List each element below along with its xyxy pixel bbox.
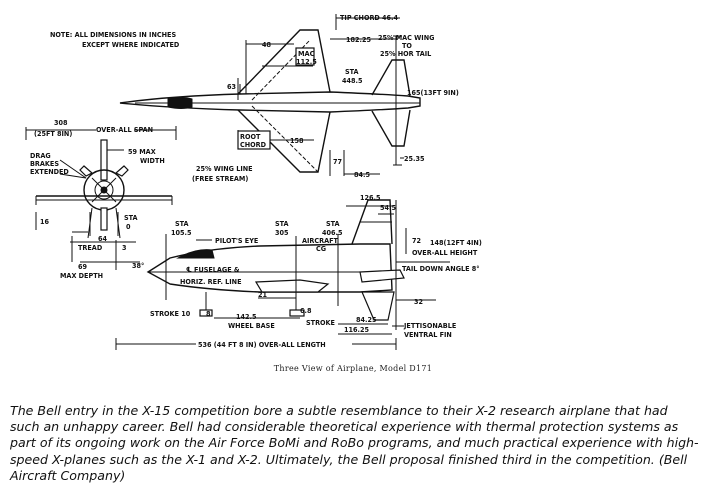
drag-line-1: DRAG	[30, 151, 51, 160]
dim-8425: 84.25	[356, 315, 377, 324]
overall-length-label: 536 (44 FT 8 IN) OVER-ALL LENGTH	[198, 340, 326, 349]
sta-0-value: 0	[126, 222, 131, 231]
drag-line-2: BRAKES	[30, 159, 59, 168]
mac-wing-line-1: 25% MAC WING	[378, 33, 434, 42]
note-line-1: NOTE: ALL DIMENSIONS IN INCHES	[50, 30, 176, 39]
root-chord-line-2: CHORD	[240, 140, 267, 149]
dim-11625: 116.25	[344, 325, 369, 334]
mac-wing-line-2: TO	[402, 41, 412, 50]
sta-448-value: 448.5	[342, 76, 363, 85]
fuselage-line-1: ℄ FUSELAGE &	[186, 265, 240, 274]
wing-line-1: 25% WING LINE	[196, 164, 253, 173]
dim-72: 72	[412, 236, 421, 245]
drag-line-3: EXTENDED	[30, 167, 69, 176]
dim-8: 8	[206, 309, 211, 318]
sta-1055-label: STA	[175, 219, 189, 228]
fuselage-line-2: HORIZ. REF. LINE	[180, 277, 242, 286]
dim-48: 48	[262, 40, 271, 49]
figure-caption: Three View of Airplane, Model D171	[273, 364, 433, 373]
dim-68: 6.8	[300, 306, 312, 315]
dim-1265: 126.5	[360, 193, 381, 202]
max-width-line-1: 59 MAX	[128, 147, 156, 156]
tip-chord-label: TIP CHORD 46.4	[340, 13, 399, 22]
aircraft-cg-line-1: AIRCRAFT	[302, 236, 339, 245]
dim-182: 182.25	[346, 35, 371, 44]
wing-line-2: (FREE STREAM)	[192, 174, 248, 183]
jettisonable-line-1: JETTISONABLE	[403, 321, 456, 330]
sta-4065-value: 406.5	[322, 228, 343, 237]
root-chord-line-1: ROOT	[240, 132, 261, 141]
front-view	[25, 126, 177, 263]
dim-21: 21	[258, 290, 267, 299]
sta-305-value: 305	[275, 228, 289, 237]
dim-32: 32	[414, 297, 423, 306]
dim-16: 16	[40, 217, 49, 226]
span-label: OVER-ALL SPAN	[96, 125, 153, 134]
side-view	[115, 199, 450, 350]
sta-305-label: STA	[275, 219, 289, 228]
sta-0-label: STA	[124, 213, 138, 222]
span-ft: (25FT 8IN)	[34, 129, 72, 138]
dim-77: 77	[333, 157, 342, 166]
wheel-base-label: WHEEL BASE	[228, 321, 275, 330]
dim-69: 69	[78, 262, 87, 271]
mac-label: MAC	[298, 50, 315, 58]
mac-wing-line-3: 25% HOR TAIL	[380, 49, 431, 58]
mac-value: 112.5	[296, 58, 317, 66]
dim-165: 165(13FT 9IN)	[407, 88, 459, 97]
note-line-2: EXCEPT WHERE INDICATED	[82, 40, 180, 49]
jettisonable-line-2: VENTRAL FIN	[404, 330, 452, 339]
dim-845: 84.5	[354, 170, 370, 179]
tread-label: TREAD	[78, 243, 103, 252]
photo-caption: The Bell entry in the X-15 competition b…	[10, 403, 699, 483]
stroke-10-label: STROKE 10	[150, 309, 191, 318]
dim-64: 64	[98, 234, 107, 243]
three-view-drawing: NOTE: ALL DIMENSIONS IN INCHES EXCEPT WH…	[25, 13, 482, 350]
span-value: 308	[54, 118, 68, 127]
sta-4065-label: STA	[326, 219, 340, 228]
sta-448-label: STA	[345, 67, 359, 76]
dim-1425: 142.5	[236, 312, 257, 321]
top-fuselage-outline	[119, 91, 421, 113]
deg-38: 38°	[132, 261, 144, 270]
height-line-2: OVER-ALL HEIGHT	[412, 248, 478, 257]
aircraft-cg-line-2: CG	[316, 244, 326, 253]
dim-2535: 25.35	[404, 154, 425, 163]
top-wing-upper	[237, 29, 331, 95]
height-line-1: 148(12FT 4IN)	[430, 238, 482, 247]
stroke-label: STROKE	[306, 318, 335, 327]
max-width-line-2: WIDTH	[140, 156, 165, 165]
dim-3: 3	[122, 243, 127, 252]
sta-1055-value: 105.5	[171, 228, 192, 237]
tail-down-label: TAIL DOWN ANGLE 8°	[402, 264, 480, 273]
dim-158: 158	[290, 136, 304, 145]
dim-63: 63	[227, 82, 236, 91]
dim-545: 54.5	[380, 203, 396, 212]
max-depth-label: MAX DEPTH	[60, 271, 103, 280]
pilots-eye-label: PILOT'S EYE	[215, 236, 258, 245]
